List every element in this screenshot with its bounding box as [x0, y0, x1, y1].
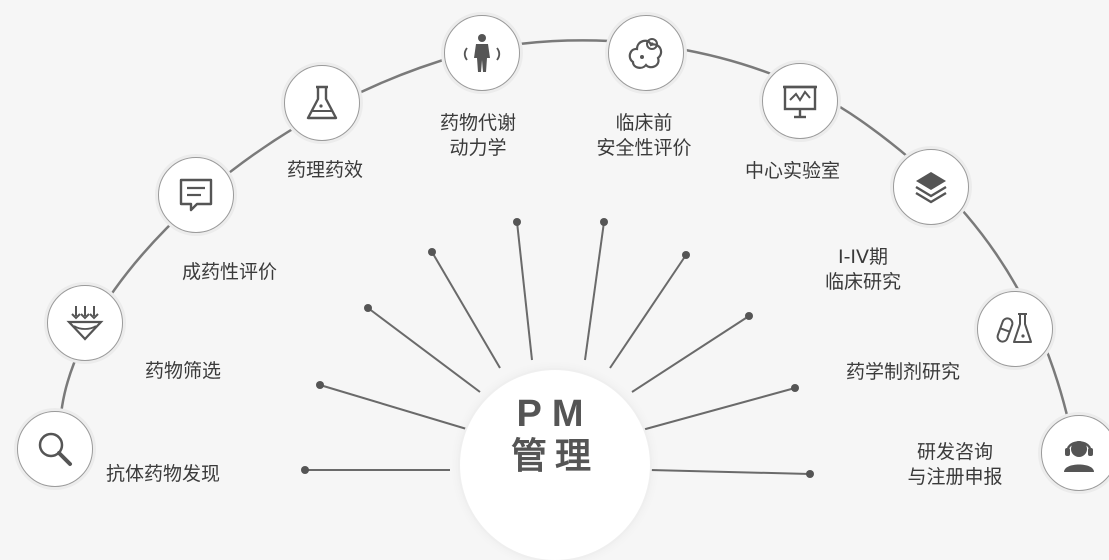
hub-title-pm: PM	[516, 393, 594, 435]
ray-line	[641, 387, 796, 431]
ray-line	[431, 251, 501, 369]
label-pharmacology: 药理药效	[287, 158, 363, 183]
label-line: 抗体药物发现	[106, 463, 221, 485]
node-central-lab[interactable]	[762, 63, 838, 139]
node-preclinical-safety[interactable]	[608, 15, 684, 91]
node-drug-screening[interactable]	[47, 285, 123, 361]
label-line: 药理药效	[287, 159, 364, 181]
label-line: 药物筛选	[145, 360, 222, 382]
ray-dot	[600, 218, 608, 226]
label-antibody-discovery: 抗体药物发现	[106, 462, 220, 487]
ray-dot	[745, 312, 753, 320]
ray-line	[584, 221, 605, 361]
label-line: 成药性评价	[182, 261, 278, 283]
ray-dot	[316, 381, 324, 389]
label-line: 临床研究	[824, 271, 902, 293]
node-druggability-evaluation[interactable]	[158, 157, 234, 233]
label-line: 与注册申报	[907, 466, 1003, 488]
ray-dot	[513, 218, 521, 226]
label-clinical-research: I-IV期 临床研究	[825, 245, 901, 295]
hub-title: PM 管理	[511, 393, 599, 477]
label-regulatory-consulting: 研发咨询 与注册申报	[907, 440, 1002, 490]
ray-group	[301, 218, 814, 478]
human-body-icon	[463, 34, 501, 72]
magnifier-icon	[38, 432, 72, 466]
node-formulation-research[interactable]	[977, 291, 1053, 367]
cells-icon	[628, 38, 663, 69]
funnel-flask-icon	[66, 306, 104, 341]
ray-line	[631, 315, 750, 393]
ray-dot	[806, 470, 814, 478]
service-diagram: PM 管理 抗体药物发现 药物筛选 成药性评价	[17, 15, 1109, 491]
ray-dot	[428, 248, 436, 256]
label-line: I-IV期	[837, 246, 889, 268]
ray-dot	[301, 466, 309, 474]
monitor-chart-icon	[783, 85, 817, 119]
label-drug-screening: 药物筛选	[145, 359, 221, 384]
capsule-flask-icon	[996, 313, 1032, 343]
node-drug-metabolism[interactable]	[444, 15, 520, 91]
ray-line	[649, 469, 811, 475]
headset-person-icon	[1064, 441, 1094, 472]
node-regulatory-consulting[interactable]	[1041, 415, 1109, 491]
label-line: 药物代谢	[439, 112, 517, 134]
document-bubble-icon	[179, 178, 213, 212]
label-line: 安全性评价	[596, 137, 692, 159]
ray-line	[609, 254, 687, 369]
flask-icon	[306, 85, 338, 120]
label-line: 中心实验室	[745, 160, 841, 182]
hub-title-management: 管理	[510, 435, 600, 476]
layers-icon	[915, 172, 947, 204]
ray-dot	[364, 304, 372, 312]
node-antibody-discovery[interactable]	[17, 411, 93, 487]
label-druggability-evaluation: 成药性评价	[182, 260, 277, 285]
node-clinical-research[interactable]	[893, 149, 969, 225]
ray-line	[516, 221, 533, 361]
label-drug-metabolism: 药物代谢 动力学	[440, 111, 516, 161]
ray-dot	[791, 384, 799, 392]
label-central-lab: 中心实验室	[745, 159, 840, 184]
label-line: 研发咨询	[916, 441, 994, 463]
label-line: 临床前	[615, 112, 673, 134]
ray-line	[319, 384, 471, 431]
node-pharmacology[interactable]	[284, 65, 360, 141]
label-formulation-research: 药学制剂研究	[846, 360, 960, 385]
label-line: 动力学	[449, 137, 507, 159]
ray-line	[367, 307, 481, 393]
label-preclinical-safety: 临床前 安全性评价	[596, 111, 691, 161]
label-line: 药学制剂研究	[846, 361, 961, 383]
ray-dot	[682, 251, 690, 259]
